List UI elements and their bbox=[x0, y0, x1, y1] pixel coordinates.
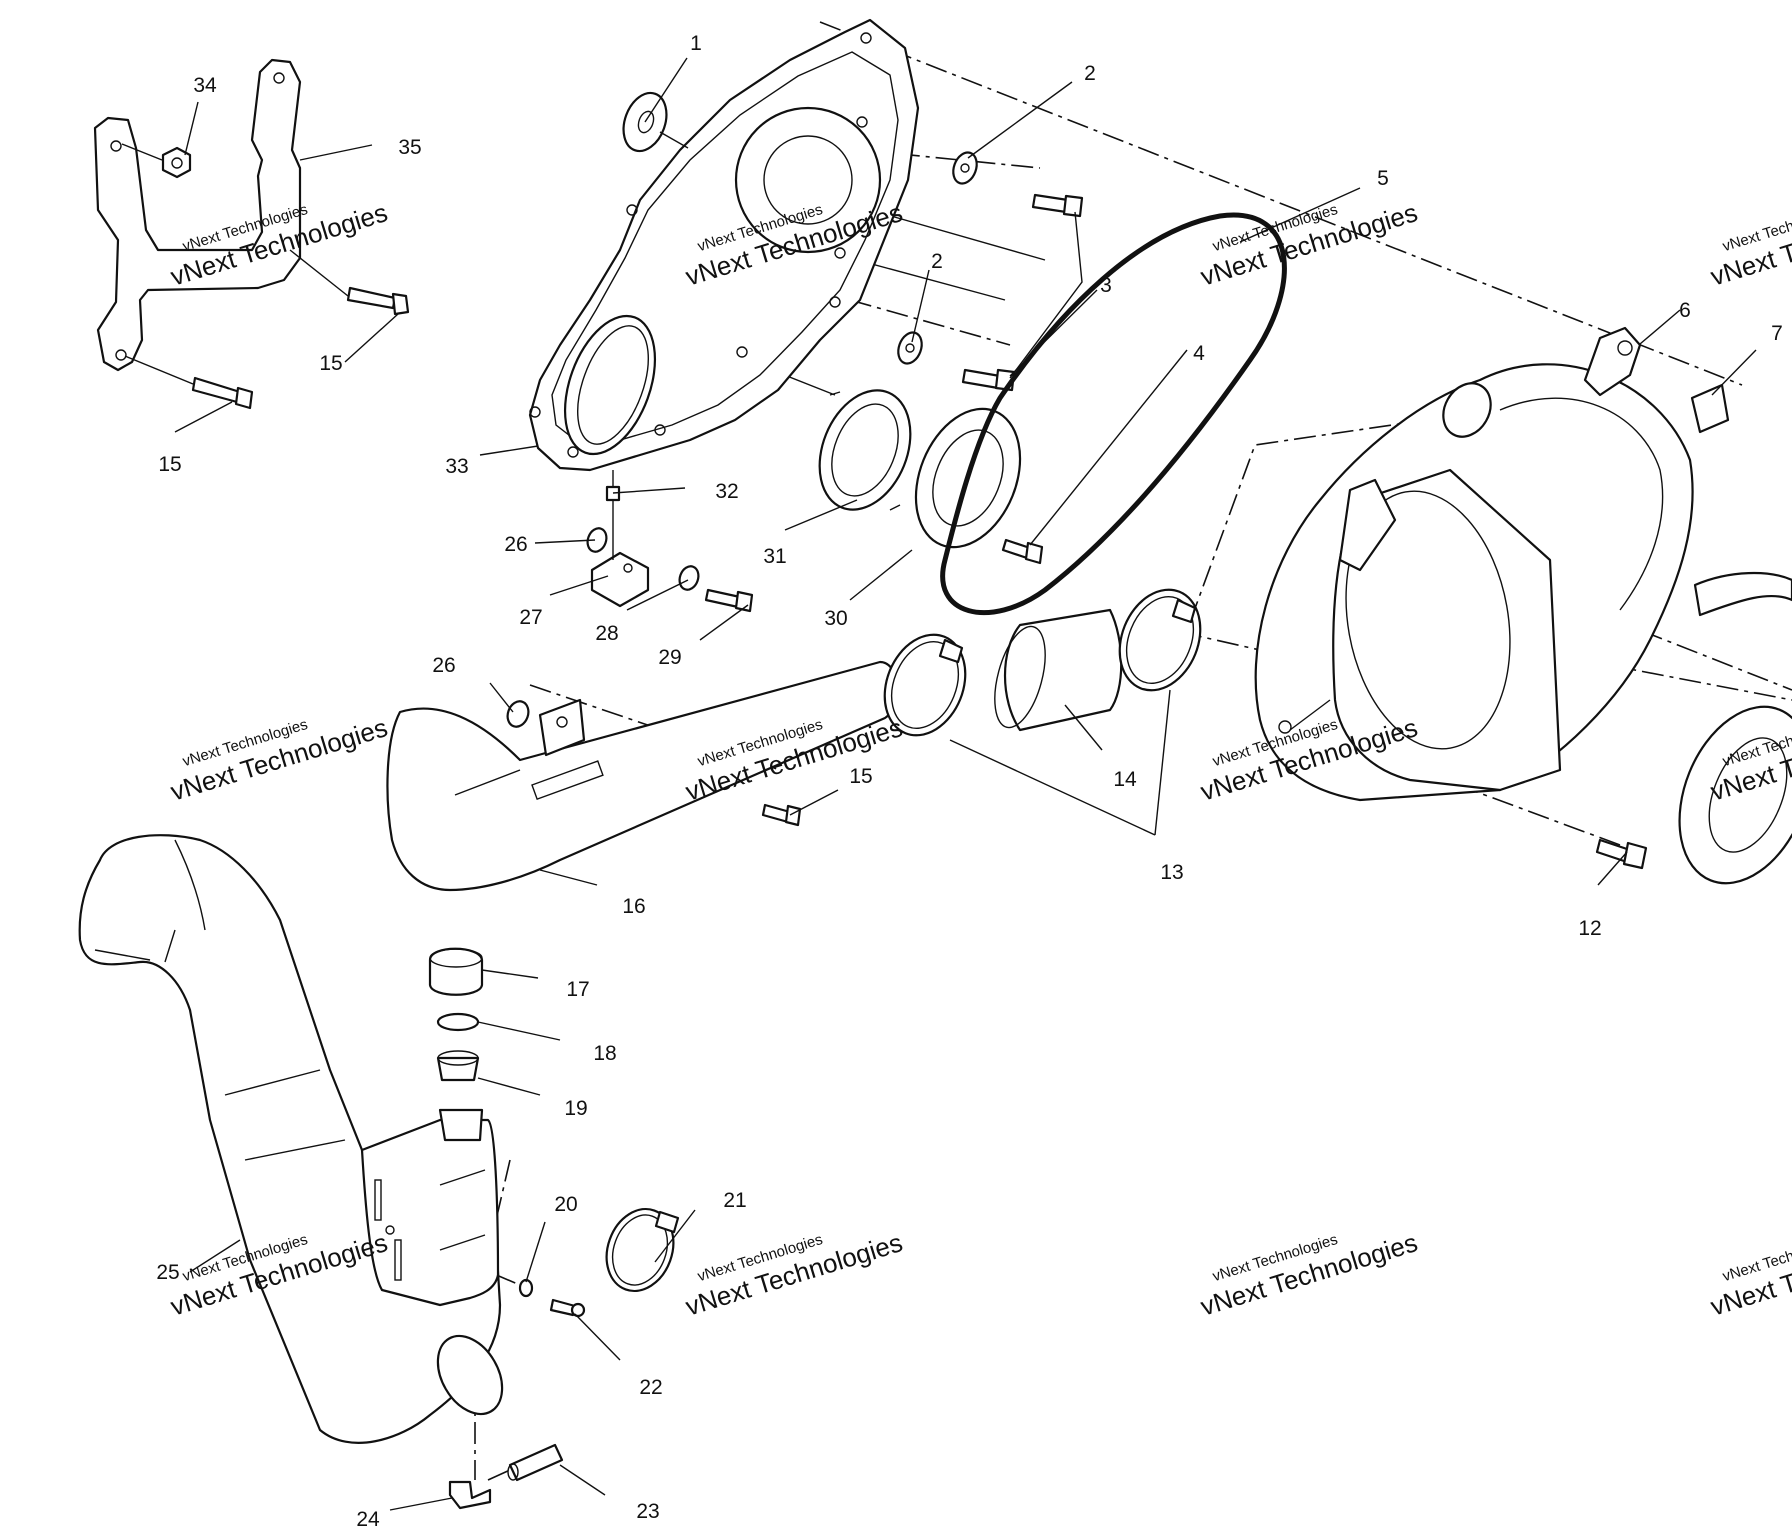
pipe-clamp bbox=[1118, 588, 1202, 692]
hex-nut bbox=[161, 146, 192, 179]
washer bbox=[952, 151, 978, 185]
label-part-19: 19 bbox=[564, 1097, 587, 1120]
label-part-3: 3 bbox=[1100, 274, 1112, 297]
watermark: vNext Technologies vNext Technologies bbox=[1707, 1227, 1792, 1321]
label-part-18: 18 bbox=[593, 1042, 616, 1065]
label-part-29: 29 bbox=[658, 646, 681, 669]
label-part-6: 6 bbox=[1679, 299, 1691, 322]
watermark: vNext Technologies vNext Technologies bbox=[682, 1227, 906, 1321]
bolt bbox=[761, 803, 802, 827]
exhaust-pipe bbox=[386, 660, 899, 892]
label-part-4: 4 bbox=[1193, 342, 1205, 365]
bolt bbox=[704, 588, 754, 613]
label-part-12: 12 bbox=[1578, 917, 1601, 940]
label-part-35: 35 bbox=[398, 136, 421, 159]
label-part-15c: 15 bbox=[849, 765, 872, 788]
exhaust-sleeve bbox=[994, 608, 1123, 732]
label-part-24: 24 bbox=[356, 1508, 380, 1531]
drive-chain bbox=[940, 212, 1287, 615]
label-part-23: 23 bbox=[636, 1500, 659, 1523]
filler-cap bbox=[428, 947, 484, 996]
oil-seal bbox=[818, 389, 912, 511]
pipe-clamp bbox=[883, 633, 967, 737]
bolt bbox=[1001, 538, 1044, 565]
label-part-26b: 26 bbox=[432, 654, 455, 677]
washer bbox=[897, 331, 923, 365]
elbow-fitting bbox=[448, 1480, 492, 1510]
label-part-28: 28 bbox=[595, 622, 618, 645]
label-part-27: 27 bbox=[519, 606, 542, 629]
label-part-33: 33 bbox=[445, 455, 468, 478]
label-part-17: 17 bbox=[566, 978, 589, 1001]
washer bbox=[586, 527, 608, 553]
label-part-20: 20 bbox=[554, 1193, 577, 1216]
mounting-bracket bbox=[590, 551, 650, 608]
bolt bbox=[1031, 193, 1084, 218]
washer bbox=[518, 1278, 534, 1298]
filler-neck bbox=[436, 1050, 480, 1082]
clutch-cover bbox=[1254, 326, 1694, 802]
label-part-25: 25 bbox=[156, 1261, 179, 1284]
label-part-30: 30 bbox=[824, 607, 847, 630]
label-part-7: 7 bbox=[1771, 322, 1783, 345]
label-part-32: 32 bbox=[715, 480, 738, 503]
label-part-31: 31 bbox=[763, 545, 786, 568]
watermark: vNext Technologies vNext Technologies bbox=[1197, 197, 1421, 291]
watermark: vNext Technologies vNext Technologies bbox=[167, 712, 391, 806]
label-part-15a: 15 bbox=[319, 352, 342, 375]
part-number-labels: 1 2 2 3 4 5 6 7 12 13 14 15 15 15 16 17 … bbox=[156, 32, 1783, 1531]
leader-lines bbox=[174, 57, 1757, 1511]
label-part-1: 1 bbox=[690, 32, 702, 55]
watermark: vNext Technologies vNext Technologies bbox=[1197, 1227, 1421, 1321]
belt-partial bbox=[1693, 571, 1792, 617]
seal-partial bbox=[1678, 705, 1792, 885]
inner-chaincase-cover bbox=[528, 18, 920, 472]
watermark: vNext Technologies vNext Technologies bbox=[1707, 197, 1792, 291]
spacer bbox=[605, 470, 621, 502]
label-part-26a: 26 bbox=[504, 533, 527, 556]
label-part-21: 21 bbox=[723, 1189, 746, 1212]
label-part-2b: 2 bbox=[931, 250, 943, 273]
label-part-14: 14 bbox=[1113, 768, 1137, 791]
label-part-13: 13 bbox=[1160, 861, 1183, 884]
engine-bracket bbox=[93, 58, 302, 372]
o-ring bbox=[436, 1012, 480, 1032]
washer bbox=[506, 700, 530, 728]
label-part-5: 5 bbox=[1377, 167, 1389, 190]
bolt bbox=[191, 376, 254, 410]
oil-tank bbox=[360, 1108, 500, 1307]
bolt bbox=[1595, 838, 1648, 870]
label-part-22: 22 bbox=[639, 1376, 662, 1399]
washer bbox=[678, 565, 700, 591]
retaining-clip bbox=[1690, 383, 1730, 434]
label-part-15b: 15 bbox=[158, 453, 181, 476]
label-part-16: 16 bbox=[622, 895, 645, 918]
bolt bbox=[346, 286, 410, 316]
label-part-2: 2 bbox=[1084, 62, 1096, 85]
hose-clamp bbox=[605, 1207, 680, 1293]
screw bbox=[549, 1298, 586, 1318]
label-part-34: 34 bbox=[193, 74, 217, 97]
hose bbox=[507, 1443, 564, 1482]
